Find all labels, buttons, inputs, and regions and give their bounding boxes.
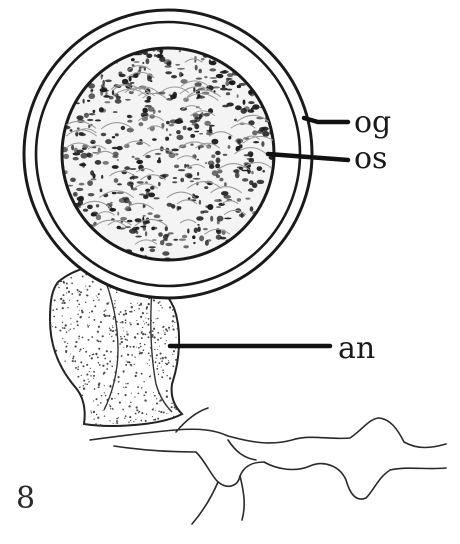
leader-og [304,118,348,122]
label-os: os [354,141,387,176]
oospore [62,48,274,260]
label-an: an [338,331,375,366]
label-og: og [354,105,391,140]
panel-label: 8 [16,481,35,516]
hypha [90,408,446,524]
